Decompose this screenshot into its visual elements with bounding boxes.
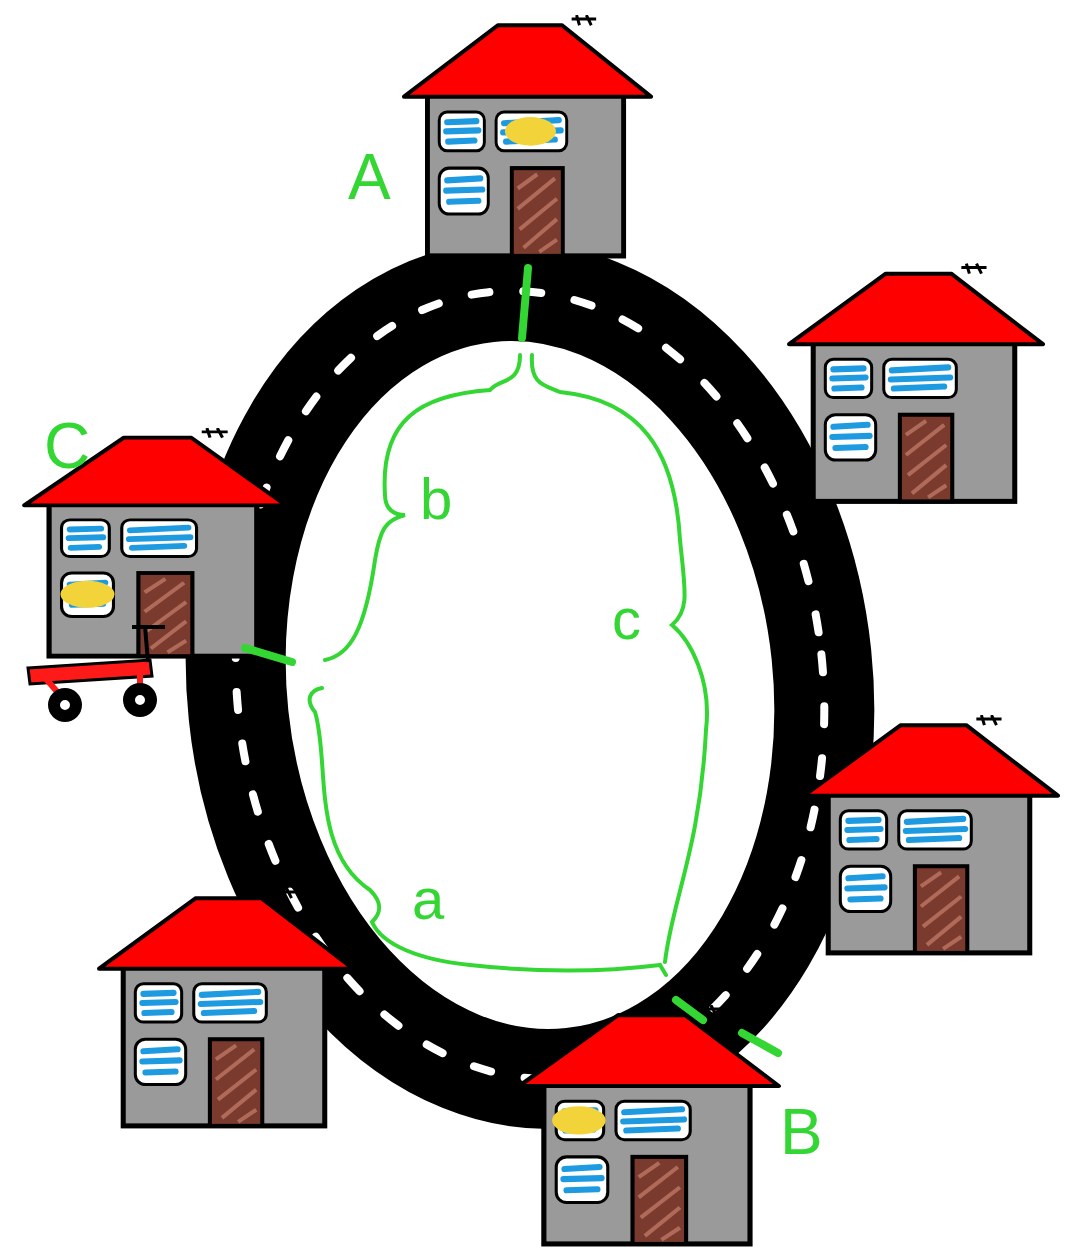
- house: [99, 888, 353, 1126]
- house-outline: [400, 15, 655, 260]
- window-light: [552, 1106, 606, 1134]
- window-light: [61, 581, 115, 608]
- house: [789, 264, 1043, 502]
- house-letter: B: [780, 1100, 823, 1164]
- house-node: B: [515, 1005, 783, 1248]
- tricycle-wheel: [48, 688, 82, 722]
- tricycle-handle: [132, 626, 165, 662]
- wheel-hub: [134, 694, 146, 706]
- tricycle: [28, 626, 165, 722]
- position-tick: [676, 1000, 703, 1020]
- position-ticks: [245, 268, 778, 1053]
- bracket: [532, 355, 707, 962]
- wheel-hub: [59, 699, 71, 711]
- distance-label: a: [412, 870, 444, 928]
- distance-label: b: [420, 470, 452, 528]
- bracket: [325, 355, 520, 660]
- house-node: C: [20, 428, 290, 660]
- house-letter: A: [348, 145, 391, 209]
- house-letter: C: [44, 414, 90, 478]
- position-tick: [522, 268, 528, 338]
- position-tick: [245, 648, 292, 662]
- position-tick: [742, 1033, 778, 1053]
- distance-label: c: [612, 590, 641, 648]
- house: [404, 15, 651, 256]
- window-light: [505, 117, 556, 146]
- bracket: [310, 688, 666, 975]
- tricycle-wheel: [123, 683, 157, 717]
- house-node: A: [400, 15, 655, 260]
- tricycle-frame: [28, 660, 152, 684]
- house: [519, 1005, 779, 1244]
- house-outline: [515, 1005, 783, 1248]
- house: [804, 715, 1058, 953]
- distance-brackets: [310, 355, 707, 975]
- tricycle-fork: [40, 668, 140, 695]
